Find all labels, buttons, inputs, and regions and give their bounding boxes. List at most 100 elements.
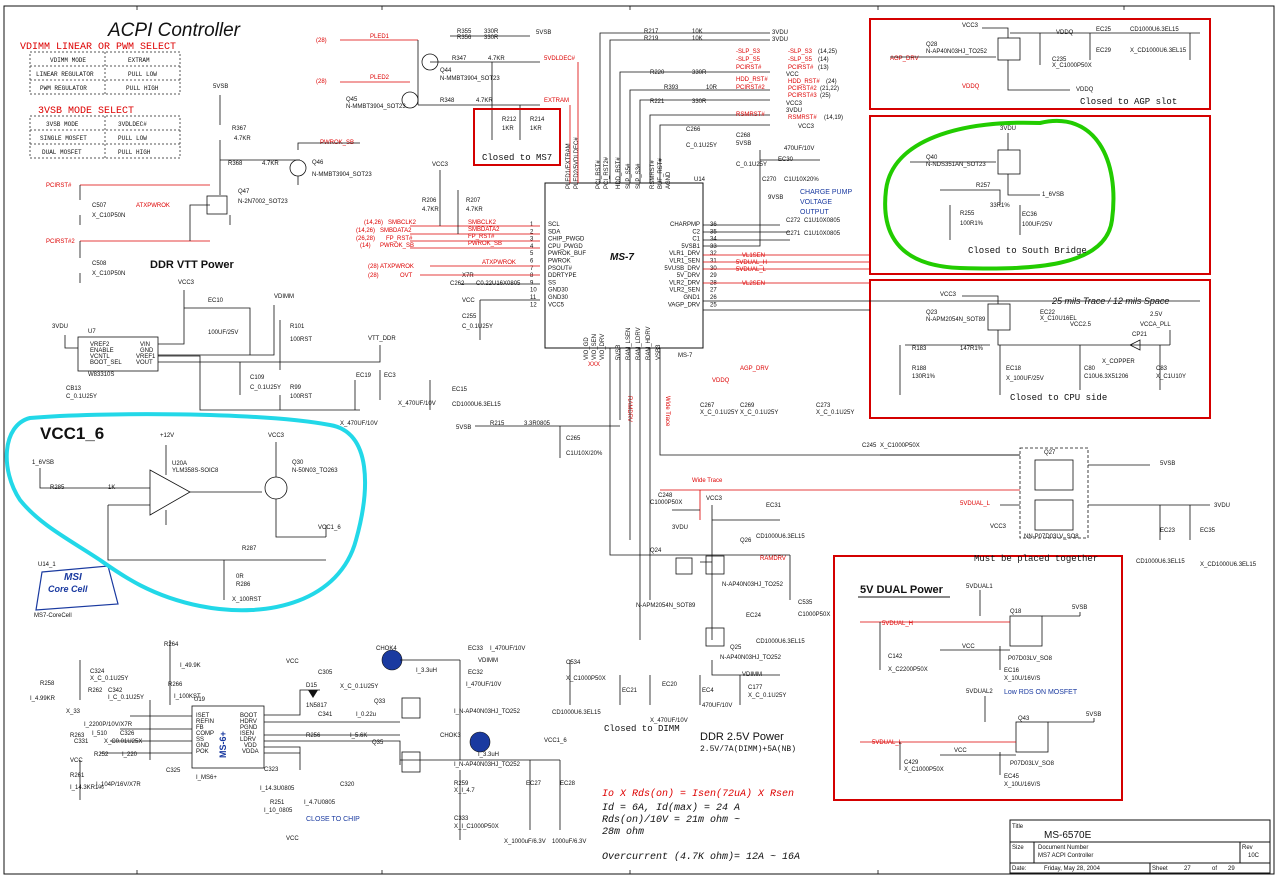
svg-text:U7: U7 <box>88 329 96 335</box>
equation-1: Io X Rds(on) = Isen(72uA) X Rsen <box>602 788 794 800</box>
svg-text:P07D03LV_SO8: P07D03LV_SO8 <box>1008 656 1053 662</box>
svg-text:C265: C265 <box>566 436 581 442</box>
chip-pin-number: 33 <box>710 244 717 250</box>
svg-text:EC15: EC15 <box>452 387 468 393</box>
chip-pin-name: 5VSB1 <box>681 244 700 250</box>
svg-text:X_I_4.7: X_I_4.7 <box>454 788 475 794</box>
svg-text:R367: R367 <box>232 126 247 132</box>
chip-pin-number: 10 <box>530 288 537 294</box>
vsb3-cell: 3VSB MODE <box>46 121 79 128</box>
svg-text:X_C1U10Y: X_C1U10Y <box>1156 374 1186 380</box>
vcc1-6-highlight <box>4 412 368 613</box>
chip-pin-name: SS <box>548 280 556 286</box>
svg-text:X_470UF/10V: X_470UF/10V <box>340 421 378 427</box>
svg-text:N-MMBT3904_SOT23: N-MMBT3904_SOT23 <box>346 104 406 110</box>
of-label: of <box>1212 866 1217 872</box>
msi-core-part: MS7-CoreCell <box>34 613 72 619</box>
svg-text:HDD_RST#: HDD_RST# <box>736 77 768 83</box>
chip-pin-number: 2 <box>530 229 534 235</box>
5v-dual-title: 5V DUAL Power <box>860 584 944 596</box>
net-sheet: (14,25) <box>818 49 837 55</box>
svg-text:R206: R206 <box>422 198 437 204</box>
chip-pin-name: VLR2_DRV <box>669 280 700 286</box>
svg-text:C271: C271 <box>786 231 801 237</box>
closed-sb-label: Closed to South Bridge <box>968 246 1087 256</box>
svg-text:P07D03LV_SO8: P07D03LV_SO8 <box>1010 761 1055 767</box>
svg-text:VCC3: VCC3 <box>178 280 195 286</box>
svg-text:I_3.3uH: I_3.3uH <box>416 668 437 674</box>
svg-text:D15: D15 <box>306 683 318 689</box>
closed-ms7-box <box>473 108 561 166</box>
svg-text:C325: C325 <box>166 768 181 774</box>
equations: Io X Rds(on) = Isen(72uA) X Rsen Id = 6A… <box>602 788 800 863</box>
net-rsmrst: RSMRST# <box>788 115 817 121</box>
ddr-vtt-title: DDR VTT Power <box>150 259 234 271</box>
svg-text:VDDQ: VDDQ <box>962 84 980 90</box>
svg-text:330R: 330R <box>484 29 499 35</box>
svg-text:MS-6+: MS-6+ <box>218 731 228 758</box>
svg-text:VCC: VCC <box>286 659 299 665</box>
svg-text:N-APM2054N_SOT89: N-APM2054N_SOT89 <box>926 317 986 323</box>
svg-text:N-50N03_TO263: N-50N03_TO263 <box>292 468 338 474</box>
svg-text:X7R: X7R <box>462 273 474 279</box>
svg-text:R101: R101 <box>290 324 305 330</box>
svg-text:Q27: Q27 <box>1044 450 1056 456</box>
chip-pin-name: C1 <box>692 237 700 243</box>
svg-text:HDRV: HDRV <box>240 719 257 725</box>
svg-text:Q47: Q47 <box>238 189 250 195</box>
svg-text:XXX: XXX <box>588 362 600 368</box>
svg-text:330R: 330R <box>692 70 707 76</box>
svg-text:W83310S: W83310S <box>88 372 114 378</box>
svg-text:1KR: 1KR <box>502 126 514 132</box>
vcc1-6-title: VCC1_6 <box>40 424 104 443</box>
svg-text:ATXPWROK: ATXPWROK <box>136 203 170 209</box>
chip-pin-number: 27 <box>710 288 717 294</box>
ddr25-title: DDR 2.5V Power <box>700 731 784 743</box>
vdimm-cell: VDIMM MODE <box>50 57 86 64</box>
svg-text:N-NDS351AN_SOT23: N-NDS351AN_SOT23 <box>926 162 986 168</box>
net-sheet: (13) <box>818 65 829 71</box>
svg-text:R221: R221 <box>650 99 665 105</box>
svg-text:4.7KR: 4.7KR <box>262 161 279 167</box>
chip-pin-name: VCC5 <box>548 302 565 308</box>
svg-text:R217: R217 <box>644 29 659 35</box>
svg-text:PCI_RST2#: PCI_RST2# <box>604 156 610 189</box>
svg-text:3.3R0805: 3.3R0805 <box>524 421 551 427</box>
chip-name: MS-7 <box>610 252 634 263</box>
chip-pin-name: GND30 <box>548 295 569 301</box>
svg-text:C255: C255 <box>462 314 477 320</box>
svg-text:X_1000uF/6.3V: X_1000uF/6.3V <box>504 839 546 845</box>
svg-text:5VSB: 5VSB <box>456 425 471 431</box>
chip-pin-number: 7 <box>530 266 534 272</box>
svg-text:VCC: VCC <box>954 748 967 754</box>
svg-text:C267: C267 <box>700 403 715 409</box>
svg-text:I_N-AP40N03HJ_TO252: I_N-AP40N03HJ_TO252 <box>454 762 521 768</box>
svg-text:C245: C245 <box>862 443 877 449</box>
svg-text:1N5817: 1N5817 <box>306 703 328 709</box>
sheet-title: ACPI Controller <box>107 20 241 41</box>
svg-text:VCC: VCC <box>286 836 299 842</box>
svg-text:C1000P50X: C1000P50X <box>798 612 830 618</box>
svg-text:Wide Trace: Wide Trace <box>664 396 670 427</box>
svg-text:2.5V: 2.5V <box>1150 312 1162 318</box>
vsb3-cell: 3VDLDEC# <box>118 121 147 128</box>
chip-pin-name: PWROK_BUF <box>548 251 586 257</box>
svg-text:X_C_0.1U25Y: X_C_0.1U25Y <box>90 676 128 682</box>
svg-text:C_0.1U25Y: C_0.1U25Y <box>686 143 717 149</box>
svg-text:RSMRST#: RSMRST# <box>650 160 656 189</box>
chip-pin-name: PWROK <box>548 259 571 265</box>
svg-text:R264: R264 <box>164 642 179 648</box>
svg-text:R356: R356 <box>457 35 472 41</box>
svg-text:REFIN: REFIN <box>196 719 214 725</box>
svg-text:3VDU: 3VDU <box>52 324 68 330</box>
svg-text:100RST: 100RST <box>290 337 312 343</box>
svg-text:PWROK_SB: PWROK_SB <box>468 241 502 247</box>
chip-pin-number: 1 <box>530 222 534 228</box>
svg-text:X_10U/16V/S: X_10U/16V/S <box>1004 676 1040 682</box>
svg-text:C320: C320 <box>340 782 355 788</box>
chip-pin-number: 29 <box>710 273 717 279</box>
svg-text:Q40: Q40 <box>926 155 938 161</box>
